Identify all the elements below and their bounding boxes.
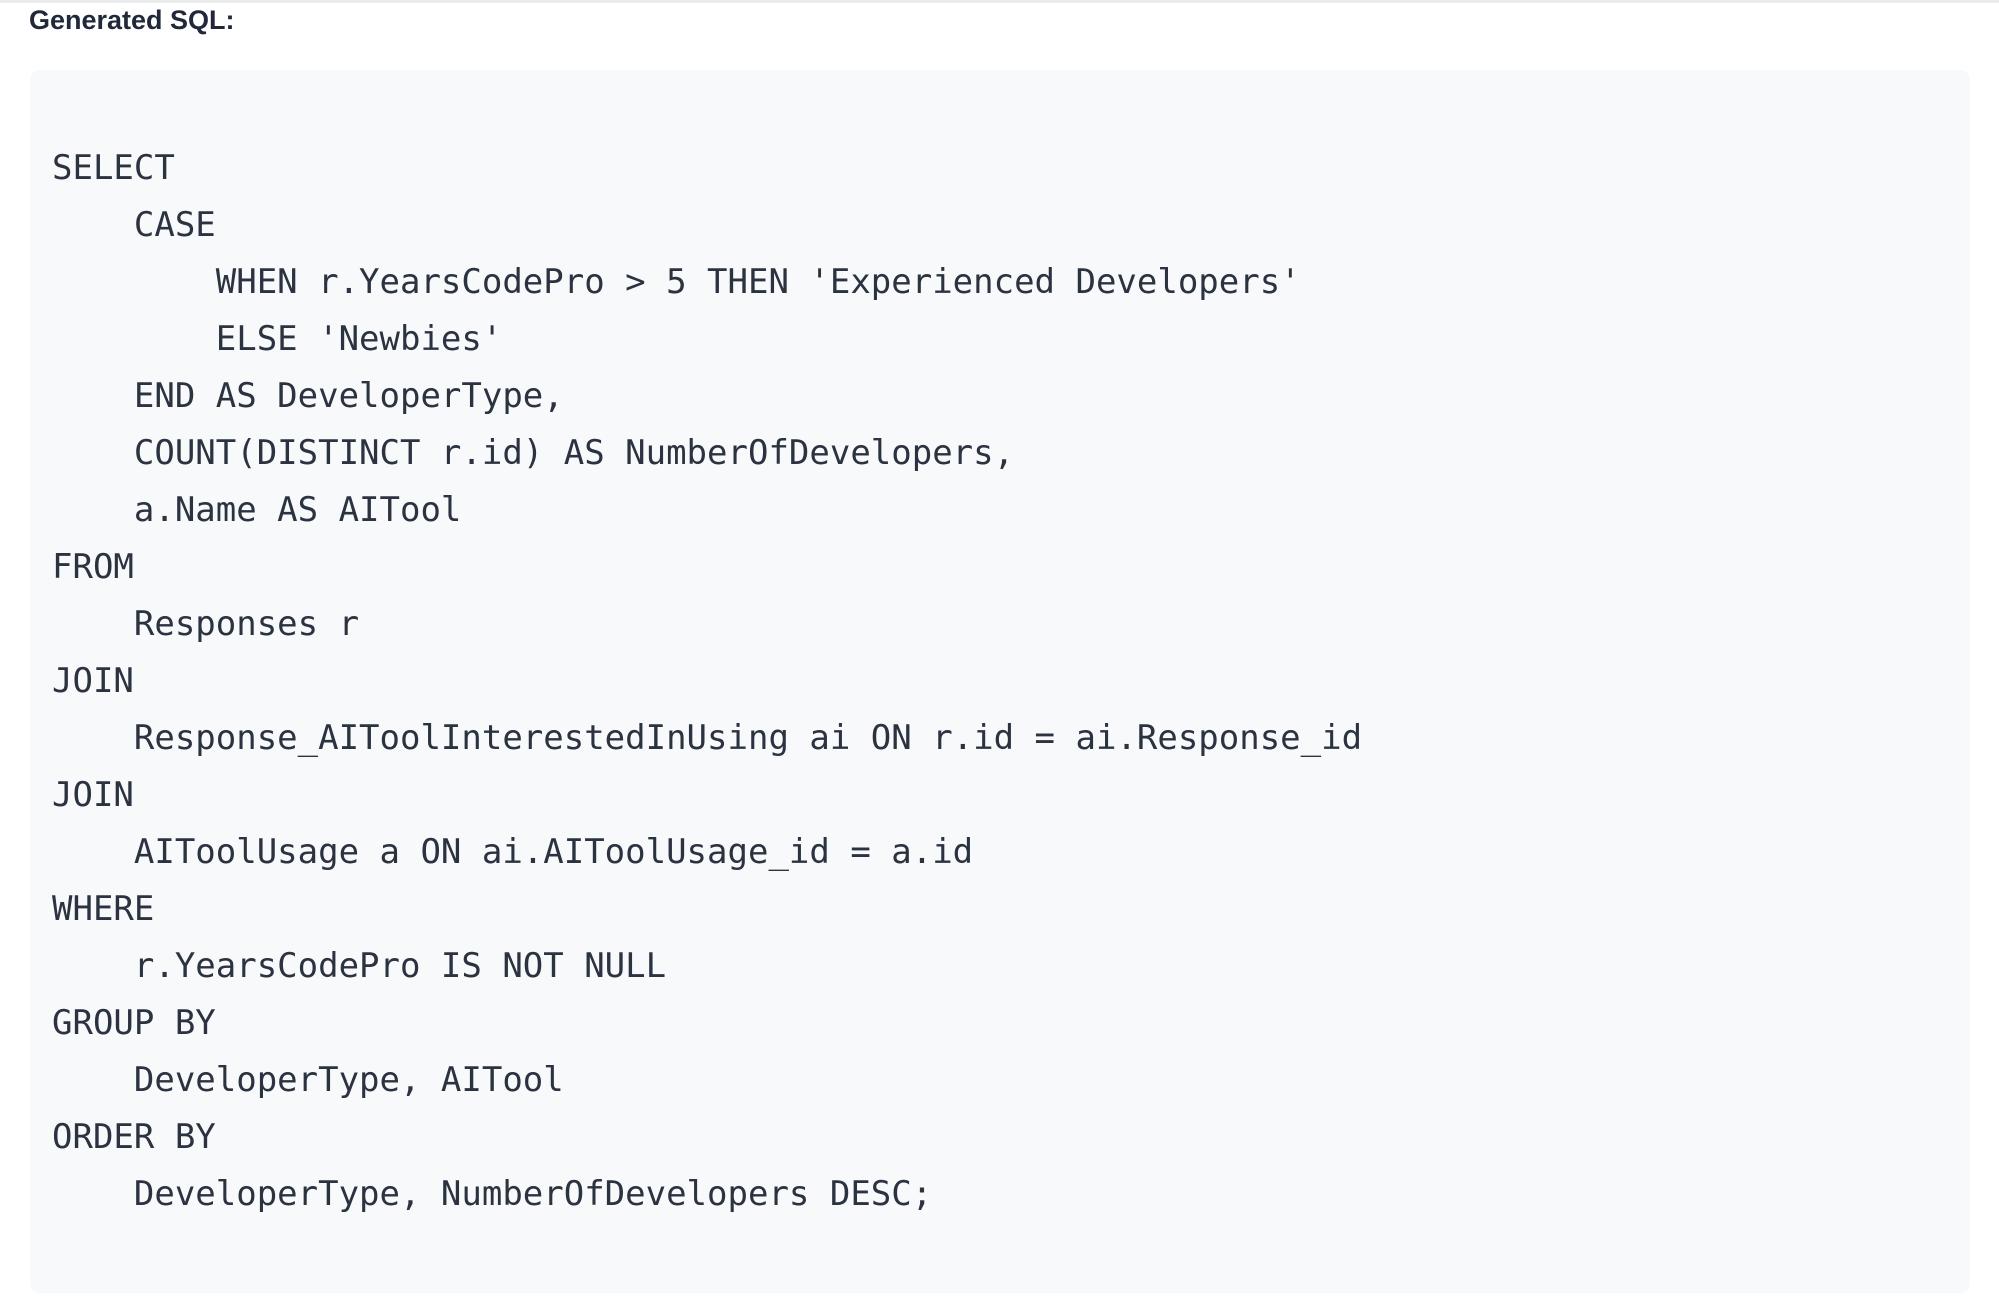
sql-code-text: SELECT CASE WHEN r.YearsCodePro > 5 THEN… (52, 148, 1363, 1214)
generated-sql-heading: Generated SQL: (29, 5, 235, 35)
top-divider (0, 0, 1999, 3)
sql-code-block: SELECT CASE WHEN r.YearsCodePro > 5 THEN… (30, 70, 1970, 1293)
